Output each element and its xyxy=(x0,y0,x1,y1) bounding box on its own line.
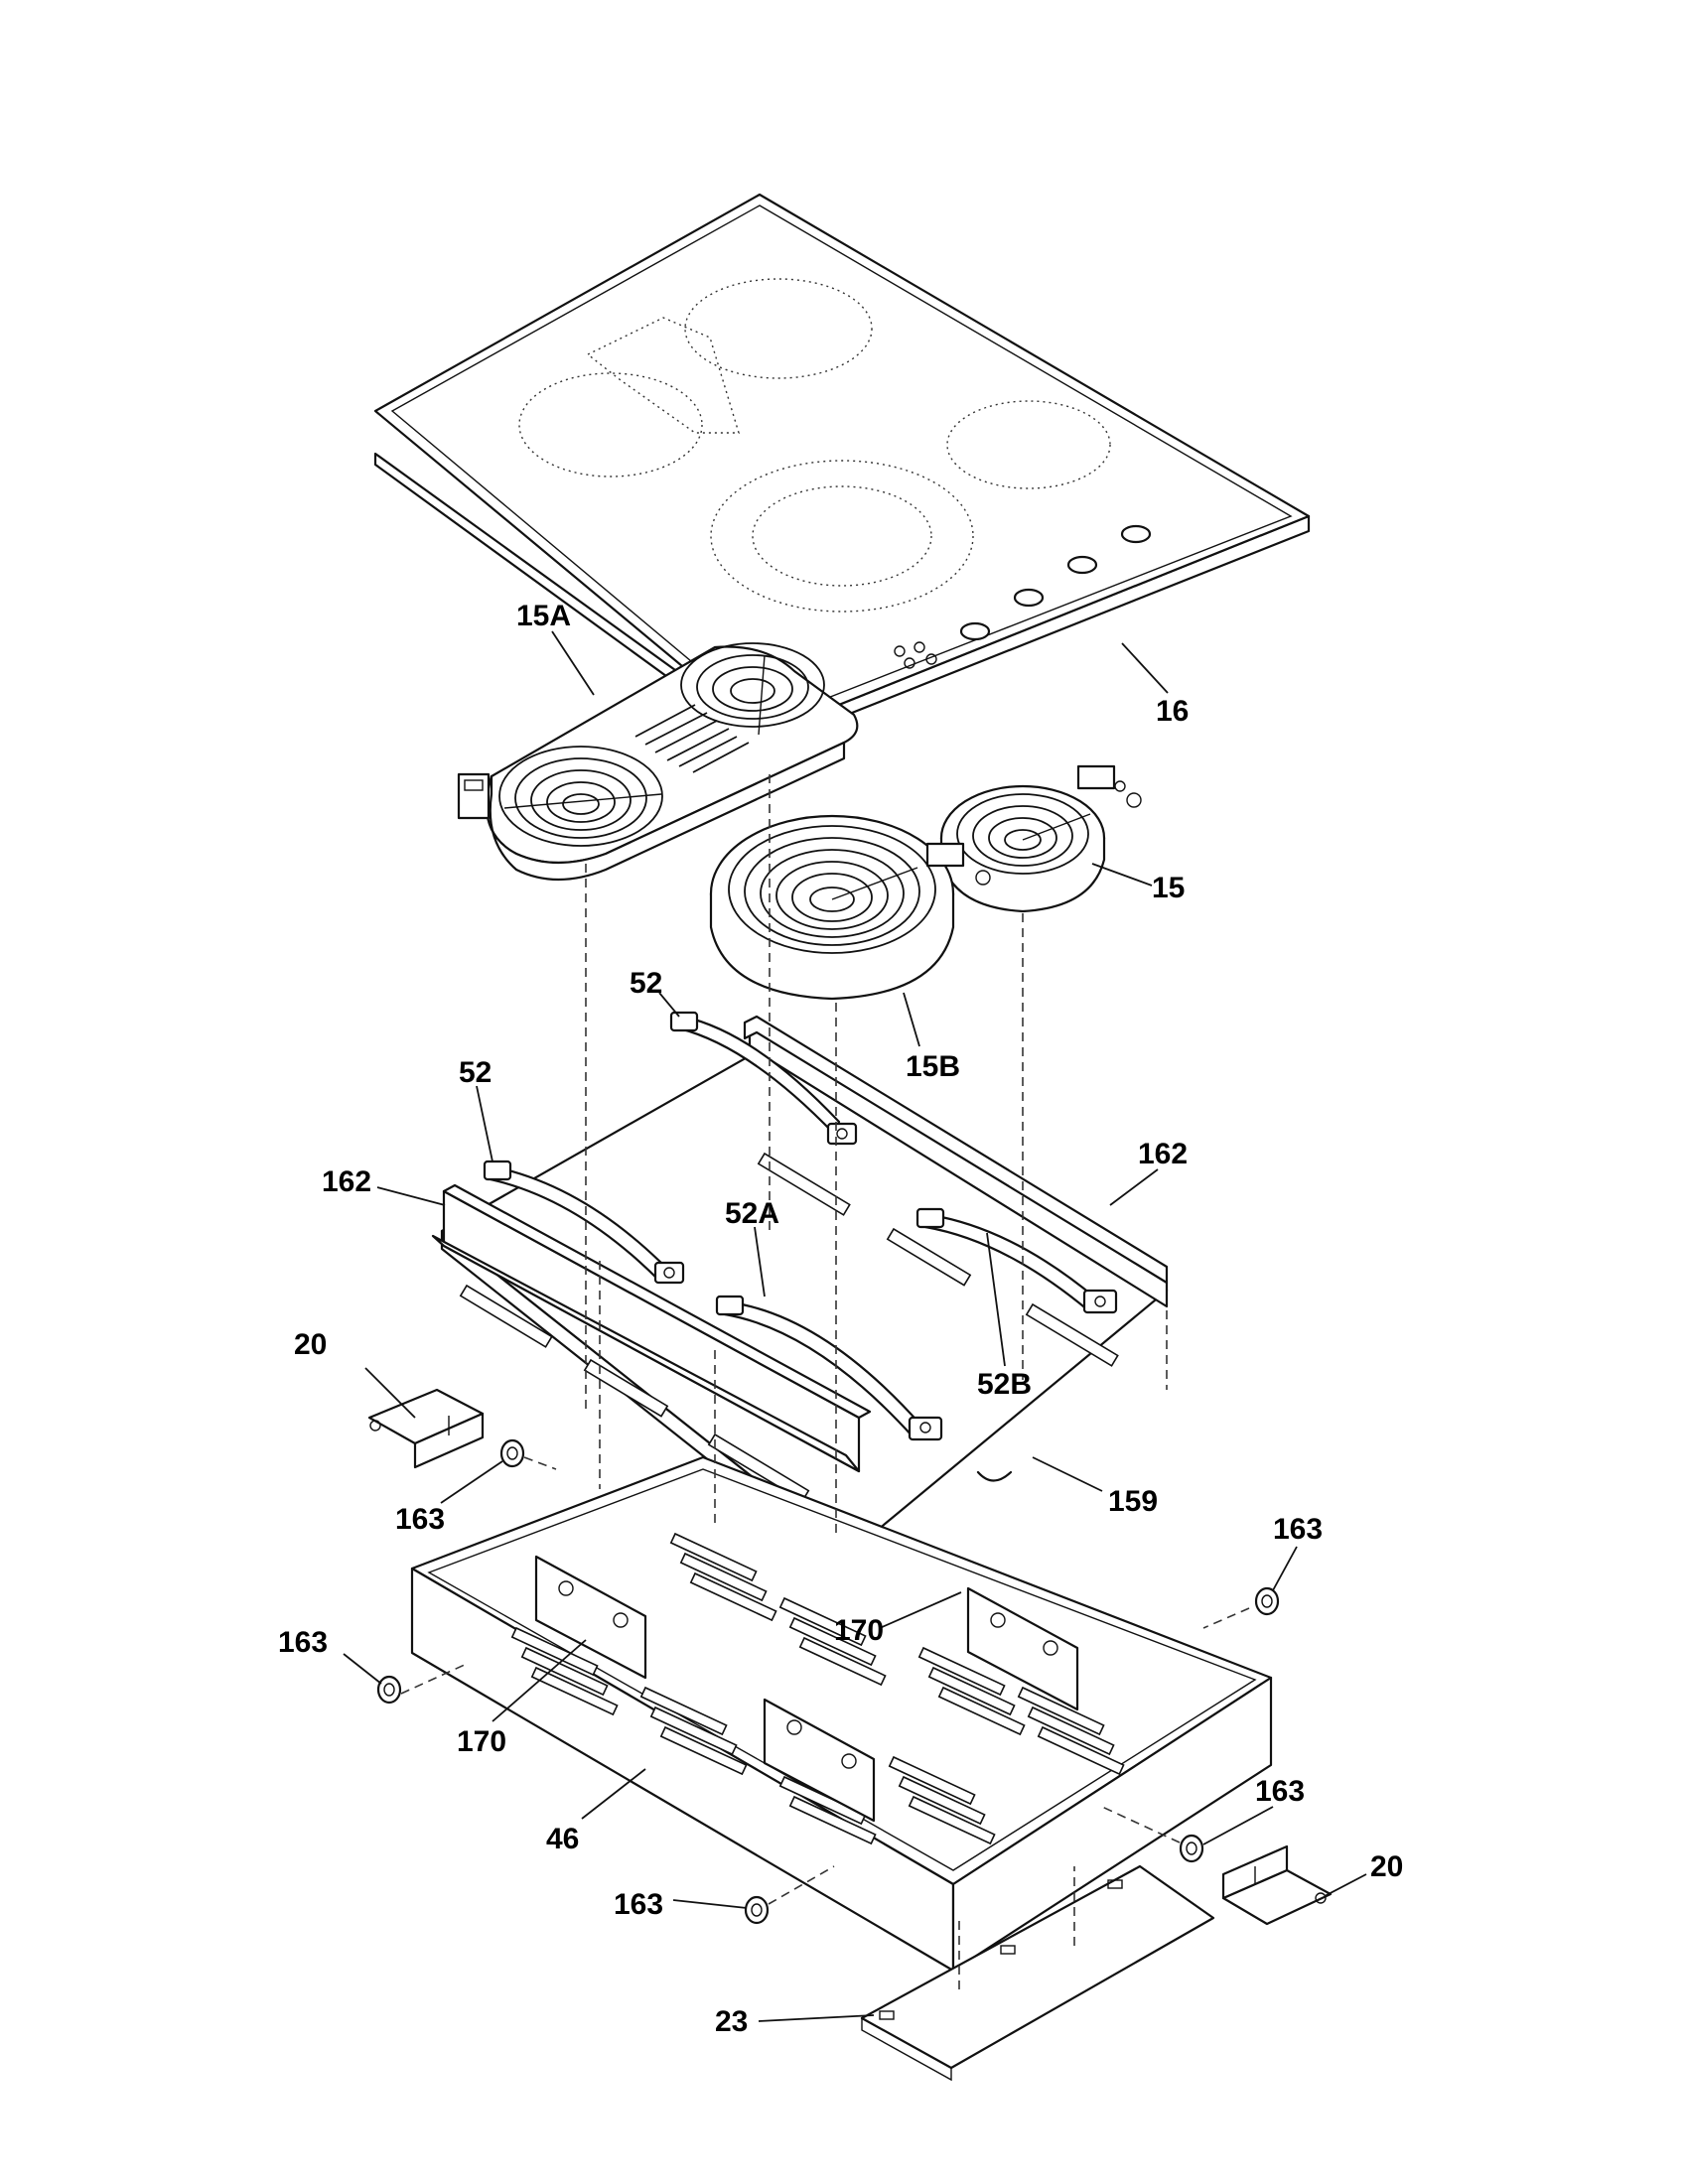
indicator-light xyxy=(925,653,937,665)
bracket-170-right xyxy=(966,1586,1079,1711)
front-channel-162 xyxy=(431,1183,872,1503)
callout-20-right: 20 xyxy=(1370,1850,1403,1883)
knob-hole xyxy=(1066,555,1098,575)
callout-170-right: 170 xyxy=(834,1614,884,1647)
terminal-block xyxy=(457,772,491,820)
zone-left xyxy=(518,372,703,478)
zone-front-outer xyxy=(710,460,974,613)
indicator-light xyxy=(894,645,906,657)
callout-162-right: 162 xyxy=(1138,1138,1188,1170)
callout-163-left: 163 xyxy=(278,1626,328,1659)
terminal-block xyxy=(1076,764,1116,790)
bumper-163 xyxy=(1179,1834,1204,1863)
bumper-163 xyxy=(744,1895,770,1925)
callout-46: 46 xyxy=(546,1823,579,1855)
zone-rear-center xyxy=(684,278,873,379)
callout-15: 15 xyxy=(1152,872,1185,904)
bracket-20-left xyxy=(367,1388,485,1469)
bridge-element-15A xyxy=(457,642,859,882)
coil-bridge xyxy=(634,704,750,773)
bracket-170-left xyxy=(534,1555,647,1680)
callout-52-left: 52 xyxy=(459,1056,492,1089)
callout-163-bottom: 163 xyxy=(614,1888,663,1921)
zone-right xyxy=(946,400,1111,489)
callout-162-left: 162 xyxy=(322,1165,371,1198)
callout-170-left: 170 xyxy=(457,1725,506,1758)
strap-52-left xyxy=(483,1160,685,1285)
callout-163-bottom-right: 163 xyxy=(1255,1775,1305,1808)
callout-16: 16 xyxy=(1156,695,1189,728)
callout-15B: 15B xyxy=(906,1050,960,1083)
indicator-light xyxy=(904,657,915,669)
coil-rear xyxy=(680,642,825,736)
callout-labels: 15A 16 15 15B 52 52 162 162 52A 52B 20 1… xyxy=(278,600,1403,2038)
callout-159: 159 xyxy=(1108,1485,1158,1518)
strap-52B xyxy=(915,1207,1118,1314)
rear-channel-162 xyxy=(743,1015,1169,1367)
callout-15A: 15A xyxy=(516,600,571,632)
coil-left xyxy=(498,746,663,847)
bumper-163 xyxy=(376,1675,402,1705)
callout-52-top: 52 xyxy=(630,967,662,1000)
knob-hole xyxy=(1120,524,1152,544)
callout-163-right: 163 xyxy=(1273,1513,1323,1546)
assembly-lines xyxy=(400,774,1250,1989)
zone-front-inner xyxy=(752,485,932,587)
indicator-light xyxy=(914,641,925,653)
callout-20-left: 20 xyxy=(294,1328,327,1361)
small-element-15 xyxy=(939,764,1142,913)
bracket-170-center xyxy=(763,1698,876,1823)
callout-52A: 52A xyxy=(725,1197,779,1230)
bumper-163 xyxy=(1254,1586,1280,1616)
terminal-block xyxy=(925,842,965,868)
callout-163-mid: 163 xyxy=(395,1503,445,1536)
chassis-box-46 xyxy=(410,1455,1273,1973)
bracket-20-right xyxy=(1221,1844,1333,1926)
knob-hole xyxy=(959,621,991,641)
bottom-cover-23 xyxy=(860,1864,1215,2082)
callout-52B: 52B xyxy=(977,1368,1032,1401)
bumper-163 xyxy=(499,1438,525,1468)
strap-52-top xyxy=(669,1011,858,1146)
glass-cooktop-16 xyxy=(373,193,1311,750)
large-element-15B xyxy=(709,814,991,1001)
strap-52A xyxy=(715,1295,943,1441)
callout-23: 23 xyxy=(715,2005,748,2038)
knob-hole xyxy=(1013,588,1045,608)
leader-lines xyxy=(343,630,1367,2022)
